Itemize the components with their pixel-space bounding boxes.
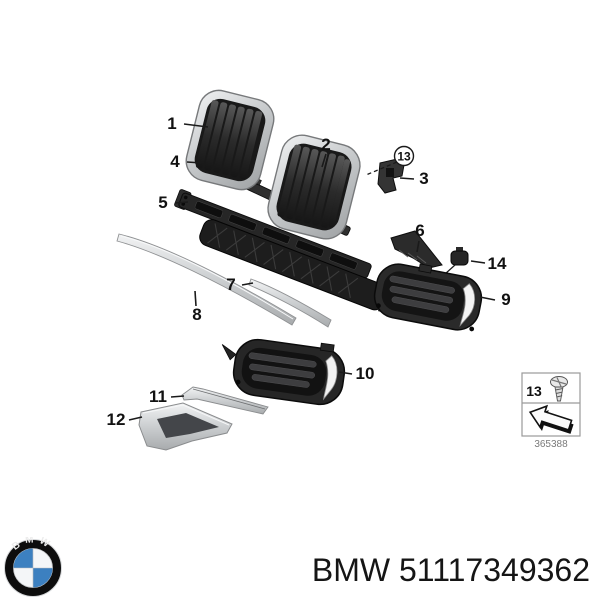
callout-2: 2 — [321, 135, 330, 154]
bmw-roundel-icon: BMW — [2, 534, 64, 599]
callout-6: 6 — [415, 221, 424, 240]
callout-1: 1 — [167, 114, 176, 133]
exploded-parts-diagram: 1 2 3 4 5 6 7 8 9 10 11 12 13 14 13 — [107, 89, 581, 451]
callout-5: 5 — [158, 193, 167, 212]
direction-arrow-icon — [528, 404, 574, 434]
callout-14: 14 — [488, 254, 507, 273]
fastener-kit-box: 13 365388 — [521, 372, 581, 450]
part-14-plug-grommet — [444, 247, 469, 275]
callout-3: 3 — [419, 169, 428, 188]
callout-4: 4 — [170, 152, 180, 171]
callout-9: 9 — [501, 290, 510, 309]
callout-8: 8 — [192, 305, 201, 324]
screw-icon — [550, 376, 568, 402]
part-7-chrome-trim-strip — [248, 278, 332, 328]
kit-box-number: 13 — [526, 383, 542, 399]
svg-text:13: 13 — [397, 150, 411, 164]
part-11-chrome-insert — [181, 386, 269, 415]
part-2-right-kidney-grille — [267, 134, 361, 240]
part-8-chrome-trim-strip — [116, 233, 297, 326]
callout-7: 7 — [226, 275, 235, 294]
callout-12: 12 — [107, 410, 126, 429]
callout-11: 11 — [149, 387, 167, 406]
part-10-fog-grille-left — [221, 338, 346, 406]
callout-13-circled: 13 — [393, 145, 415, 167]
part-number-label: BMW 51117349362 — [311, 552, 590, 588]
part-1-left-kidney-grille — [185, 89, 275, 191]
callout-lines — [128, 123, 496, 421]
part-12-chrome-surround — [138, 402, 233, 451]
part-5-center-support-bar — [174, 189, 372, 279]
part-9-fog-grille-right — [373, 263, 483, 332]
callout-10: 10 — [356, 364, 375, 383]
kit-box-code: 365388 — [534, 439, 568, 450]
